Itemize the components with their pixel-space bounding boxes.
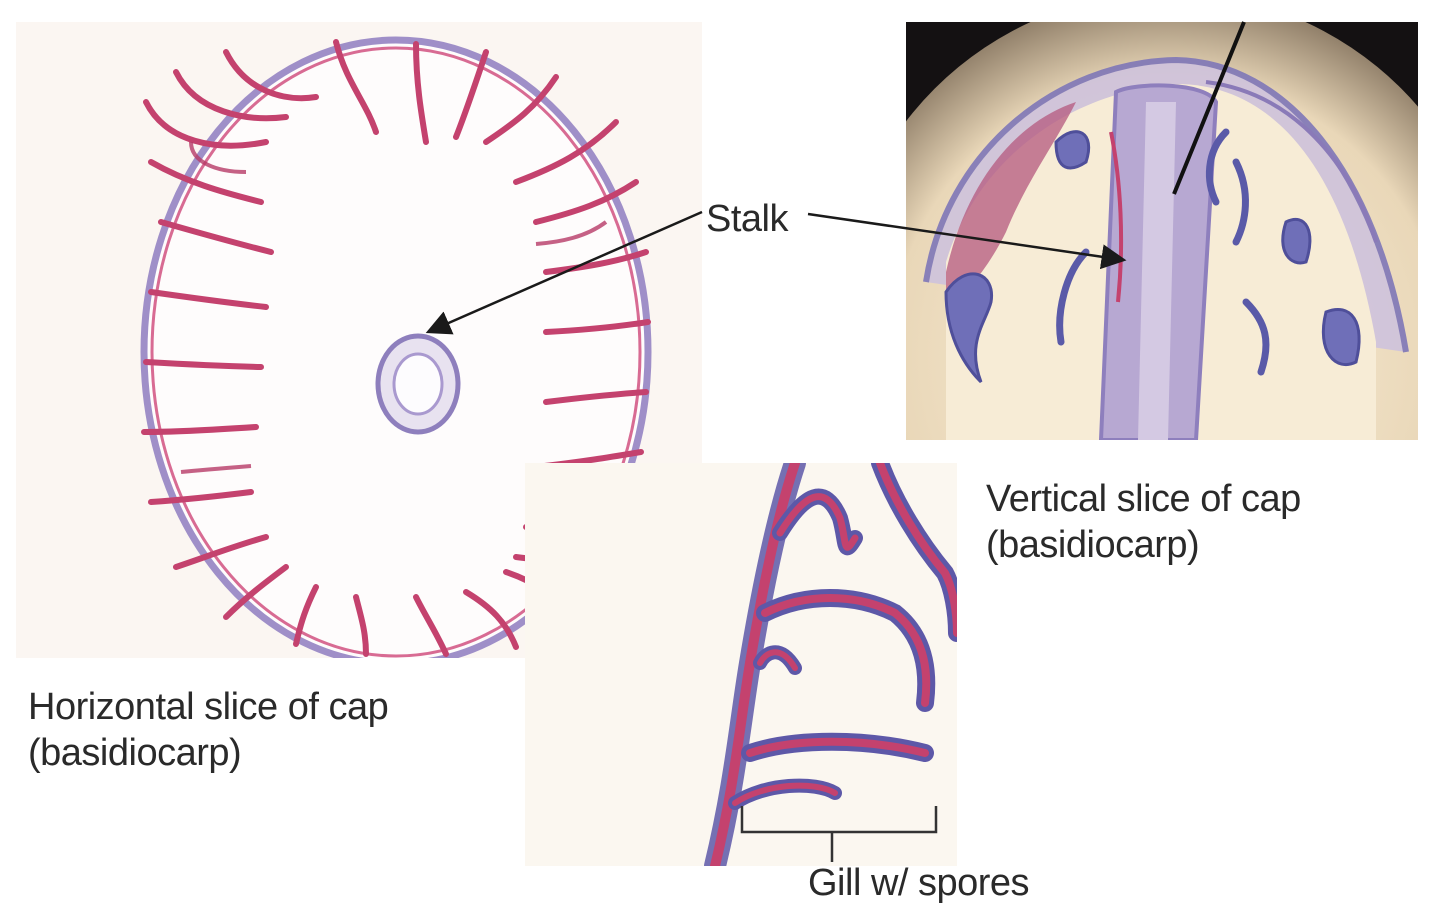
- gill-folds: [944, 130, 1361, 384]
- vertical-caption-line2: (basidiocarp): [986, 524, 1200, 566]
- vertical-slice-caption: Vertical slice of cap (basidiocarp): [986, 476, 1301, 568]
- gill-branches: [728, 463, 957, 810]
- horizontal-caption-line1: Horizontal slice of cap: [28, 686, 389, 728]
- gill-closeup-micrograph: [525, 463, 957, 866]
- gill-label: Gill w/ spores: [808, 862, 1030, 904]
- horizontal-slice-drawing: [140, 36, 652, 658]
- horizontal-slice-micrograph: [16, 22, 702, 658]
- vertical-slice-micrograph: [906, 22, 1418, 440]
- gill-closeup-drawing: [525, 463, 957, 866]
- horizontal-slice-caption: Horizontal slice of cap (basidiocarp): [28, 684, 389, 776]
- stalk-label: Stalk: [706, 198, 788, 240]
- vertical-slice-drawing: [906, 22, 1418, 440]
- horizontal-caption-line2: (basidiocarp): [28, 732, 242, 774]
- vertical-caption-line1: Vertical slice of cap: [986, 478, 1301, 520]
